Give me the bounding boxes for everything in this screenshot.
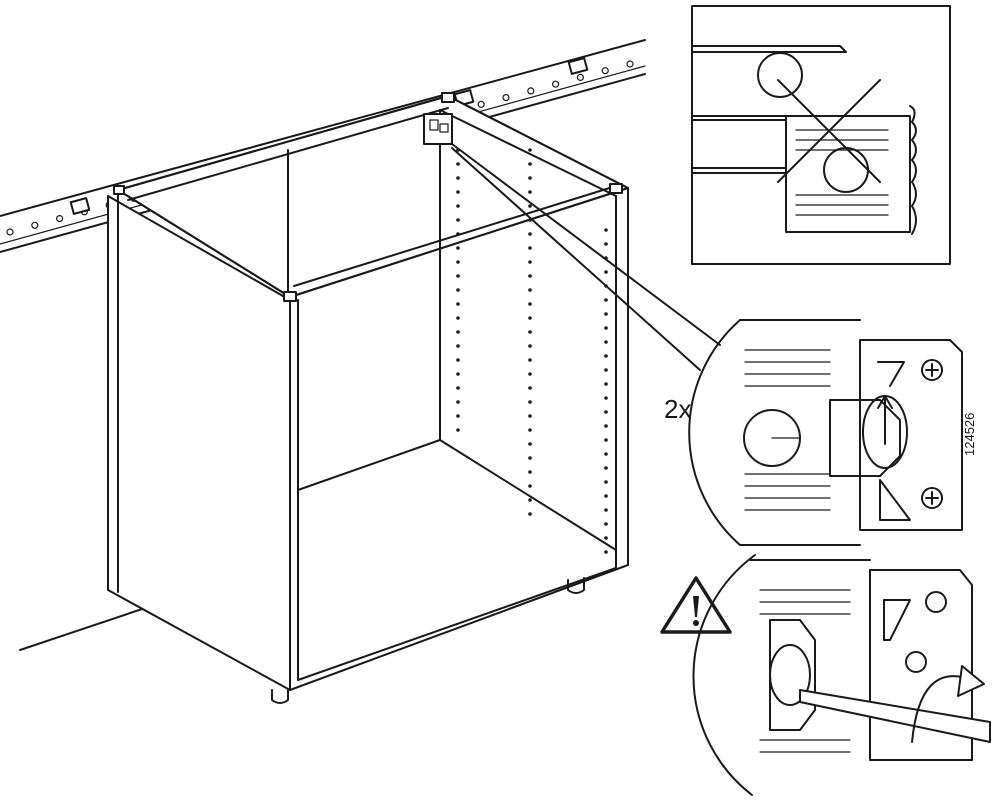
panel-hole (528, 400, 532, 404)
rail-hole (601, 67, 609, 75)
panel-hole (456, 176, 460, 180)
panel-hole (604, 228, 608, 232)
panel-hole (528, 260, 532, 264)
panel-hole (456, 330, 460, 334)
rail-hole (31, 221, 39, 229)
panel-hole (604, 466, 608, 470)
panel-hole (528, 512, 532, 516)
rail-hole (551, 80, 560, 88)
panel-hole (528, 344, 532, 348)
quantity-label: 2x (664, 394, 691, 424)
tightening-detail-circle (692, 554, 991, 796)
panel-hole (604, 536, 608, 540)
rail-hole (477, 100, 485, 108)
panel-hole (528, 414, 532, 418)
leader-lines (451, 143, 721, 371)
panel-hole (604, 522, 608, 526)
panel-hole (604, 298, 608, 302)
panel-hole (528, 316, 532, 320)
panel-hole (456, 246, 460, 250)
panel-hole (528, 288, 532, 292)
rail-bracket (69, 57, 589, 215)
cross-out-icon (777, 79, 881, 183)
panel-hole (456, 288, 460, 292)
rail-hole (502, 93, 510, 102)
rail-hole (626, 60, 634, 68)
panel-hole (604, 410, 608, 414)
curved-arrow-icon (911, 665, 985, 743)
panel-hole (456, 400, 460, 404)
panel-hole (528, 470, 532, 474)
panel-hole (456, 218, 460, 222)
panel-hole (528, 386, 532, 390)
panel-hole (604, 424, 608, 428)
panel-hole (604, 480, 608, 484)
panel-hole (528, 358, 532, 362)
fitting-detail-circle (688, 319, 963, 546)
panel-hole (528, 302, 532, 306)
incorrect-detail-panel (691, 5, 951, 265)
panel-hole (604, 270, 608, 274)
rail-hole (576, 73, 585, 82)
panel-hole (604, 340, 608, 344)
panel-hole (528, 190, 532, 194)
panel-hole (456, 302, 460, 306)
cabinet-frame (107, 92, 629, 704)
panel-hole (456, 386, 460, 390)
panel-hole (604, 452, 608, 456)
panel-hole (604, 242, 608, 246)
panel-hole (528, 330, 532, 334)
panel-hole (604, 396, 608, 400)
rail-hole (527, 87, 535, 95)
panel-hole (604, 494, 608, 498)
panel-hole (456, 428, 460, 432)
panel-hole (456, 358, 460, 362)
panel-hole (456, 414, 460, 418)
panel-hole (456, 162, 460, 166)
panel-hole (528, 162, 532, 166)
panel-hole (604, 312, 608, 316)
panel-hole (528, 484, 532, 488)
panel-hole (456, 344, 460, 348)
panel-hole (528, 372, 532, 376)
panel-hole (528, 246, 532, 250)
panel-hole (528, 498, 532, 502)
panel-hole (456, 190, 460, 194)
panel-hole (456, 372, 460, 376)
panel-hole (528, 148, 532, 152)
panel-hole (456, 232, 460, 236)
panel-hole (604, 508, 608, 512)
warning-triangle-icon (660, 576, 732, 634)
panel-hole (456, 260, 460, 264)
panel-hole (604, 382, 608, 386)
panel-hole (604, 368, 608, 372)
panel-hole (604, 354, 608, 358)
panel-hole (604, 550, 608, 554)
panel-hole (528, 232, 532, 236)
rail-hole (55, 215, 64, 223)
panel-hole (604, 326, 608, 330)
panel-hole (528, 456, 532, 460)
panel-hole (456, 204, 460, 208)
panel-hole (528, 204, 532, 208)
panel-hole (528, 428, 532, 432)
panel-hole (604, 438, 608, 442)
rail-hole (6, 228, 14, 236)
panel-hole (456, 274, 460, 278)
panel-hole (456, 316, 460, 320)
panel-hole (528, 176, 532, 180)
article-number-label: 124526 (962, 413, 977, 456)
panel-hole (528, 274, 532, 278)
panel-hole (528, 442, 532, 446)
